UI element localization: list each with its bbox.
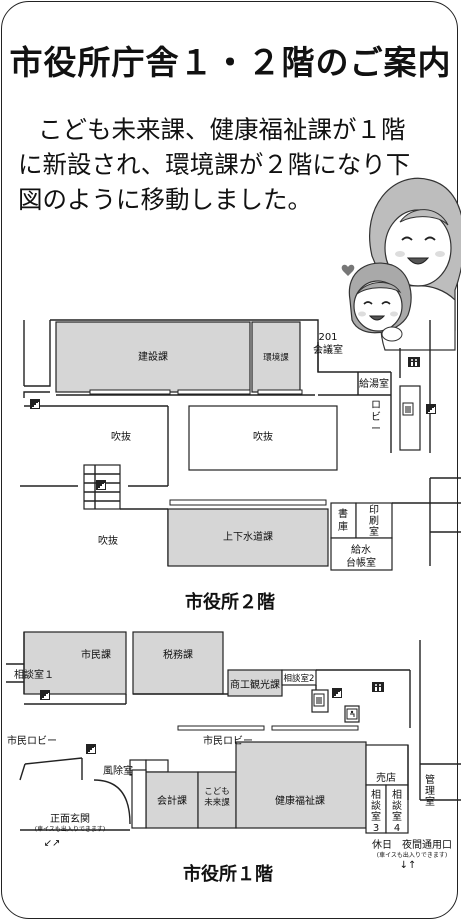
room-kensetsu	[55, 321, 251, 393]
label-sodan4-3: 室	[392, 810, 402, 823]
label-kensetsu: 建設課	[138, 350, 168, 363]
room-kankyo	[251, 321, 301, 393]
label-sodan4-1: 相	[392, 788, 402, 801]
label-lobby-2: ビ	[371, 411, 381, 423]
label-kenko: 健康福祉課	[275, 794, 325, 807]
label-shoko-kanko: 商工観光課	[230, 678, 280, 691]
label-lobby-3: ー	[371, 424, 381, 435]
label-jogesuido: 上下水道課	[223, 530, 273, 543]
intro-line-1: こども未来課、健康福祉課が１階	[38, 115, 406, 144]
label-lobby-1: ロ	[371, 400, 381, 411]
label-sodan3-1: 相	[371, 788, 381, 801]
label-kodomo-1: こども	[204, 787, 230, 797]
entrance-arrows-front: ↙↗	[44, 838, 61, 849]
label-shimin-lobby-1: 市民ロビー	[7, 734, 57, 747]
label-insatsu-1: 印	[369, 504, 379, 516]
label-fukinuke-3: 吹抜	[98, 534, 118, 547]
room-shoko	[227, 669, 283, 697]
stairs-icon	[426, 404, 436, 414]
label-shimin-lobby-2: 市民ロビー	[203, 734, 253, 747]
stairs-icon	[96, 480, 106, 490]
label-sodan1: 相談室１	[14, 668, 54, 681]
mother-child-illustration	[341, 177, 461, 351]
label-kanri-3: 室	[425, 795, 435, 808]
label-shoko-1: 書	[338, 507, 348, 520]
label-kaikei: 会計課	[157, 794, 187, 807]
floor1-map: 相談室１ 市民課 税務課 商工観光課 相談室2 市民ロビー 市民ロビー 風除室 …	[6, 631, 461, 885]
room-jogesuido	[167, 508, 329, 567]
room-kaikei	[145, 771, 199, 829]
stairs-icon	[40, 690, 50, 700]
room-kodomo	[197, 771, 237, 829]
restroom-icon	[372, 682, 384, 692]
room-shimin	[23, 631, 127, 695]
accessible-restroom-icon	[346, 708, 358, 720]
floor2-map: 建設課 環境課 201 会議室 給湯室 吹抜 吹抜 吹抜 ロ ビ ー 上下水道課…	[20, 319, 461, 613]
label-fukinuke-1: 吹抜	[111, 430, 131, 443]
room-kenko	[235, 741, 367, 829]
label-kyujitsu: 休日 夜間通用口	[372, 838, 452, 851]
label-kyutoshitsu: 給湯室	[359, 377, 389, 390]
label-insatsu-2: 刷	[369, 515, 379, 527]
stairs-icon	[86, 744, 96, 754]
restroom-icon	[408, 357, 420, 367]
label-sodan4-4: 4	[394, 823, 400, 834]
stairs-icon	[30, 399, 40, 409]
label-insatsu-3: 室	[369, 525, 379, 538]
label-201: 201	[318, 332, 337, 343]
entrance-arrows-night: ↓↑	[400, 860, 417, 871]
label-kyujitsu-note: (車イスも出入りできます)	[377, 851, 448, 859]
intro-line-2: に新設され、環境課が２階になり下	[18, 150, 411, 179]
label-sodan3-4: 3	[373, 823, 379, 834]
label-shoko-2: 庫	[338, 520, 348, 533]
label-zeimu: 税務課	[163, 648, 193, 661]
label-shimin: 市民課	[81, 648, 111, 661]
label-baiten: 売店	[376, 771, 396, 784]
label-sodan3-3: 室	[371, 810, 381, 823]
label-fukinuke-2: 吹抜	[253, 430, 273, 443]
label-kyusui-2: 台帳室	[346, 556, 376, 569]
label-sodan3-2: 談	[371, 799, 381, 812]
label-kanri-1: 管	[425, 773, 435, 786]
page-title: 市役所庁舎１・２階のご案内	[9, 43, 452, 82]
label-sodan4-2: 談	[392, 799, 402, 812]
elevator-icon	[313, 693, 325, 707]
intro-line-3: 図のように移動しました。	[18, 185, 312, 214]
label-kaigishitsu: 会議室	[313, 343, 343, 356]
label-kyusui-1: 給水	[351, 543, 371, 556]
floor2-caption: 市役所２階	[185, 591, 275, 613]
label-sodan2: 相談室2	[284, 673, 315, 684]
elevator-icon	[402, 402, 414, 416]
room-zeimu	[132, 631, 224, 695]
intro-text: こども未来課、健康福祉課が１階 に新設され、環境課が２階になり下 図のように移動…	[18, 112, 448, 217]
floor1-caption: 市役所１階	[183, 863, 273, 885]
label-kankyo: 環境課	[263, 352, 289, 363]
label-kodomo-2: 未来課	[204, 797, 230, 808]
label-shomen-note: (車イスも出入りできます)	[35, 825, 106, 833]
stairs-icon	[332, 688, 342, 698]
label-shomen: 正面玄関	[50, 812, 90, 825]
label-fujoshitsu: 風除室	[103, 764, 133, 777]
label-kanri-2: 理	[425, 785, 435, 797]
